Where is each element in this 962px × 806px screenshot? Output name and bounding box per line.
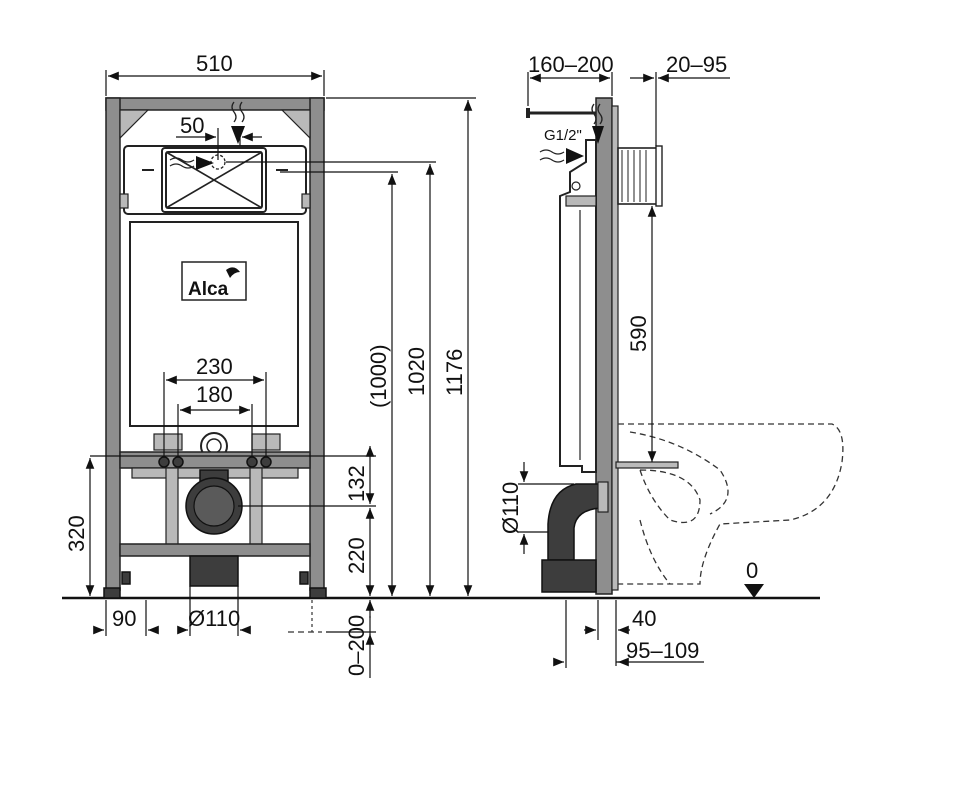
side-water-wave-icon xyxy=(539,149,565,163)
wc-base-curve xyxy=(639,519,671,585)
side-supply-arrow-icon xyxy=(592,126,604,144)
dim-50: 50 xyxy=(180,113,204,138)
foot-left xyxy=(103,587,121,599)
water-inlet-arrow-icon xyxy=(196,156,214,170)
dim-20-95: 20–95 xyxy=(666,52,727,77)
wc-trap-outline xyxy=(639,469,701,524)
water-wave-icon xyxy=(169,157,195,169)
dim-0-200: 0–200 xyxy=(344,615,369,676)
side-frame-upright xyxy=(595,97,613,595)
bolt-right-b xyxy=(260,456,272,468)
flush-plate-cross-b xyxy=(165,151,263,209)
bracket-top-right xyxy=(280,109,311,140)
front-dimensions: 510 50 230 180 (1000) 1020 1176 xyxy=(64,51,476,678)
supply-arrow-down-icon xyxy=(231,126,245,144)
bottom-crossbar xyxy=(119,543,311,557)
wc-mounting-bolt xyxy=(615,461,679,469)
wc-bowl-inner-a xyxy=(629,431,729,515)
cistern-side-screw xyxy=(571,181,581,191)
dim-d110-front: Ø110 xyxy=(188,606,240,631)
dim-160-200: 160–200 xyxy=(528,52,614,77)
side-supply-wave-icon xyxy=(591,103,603,125)
bracket-top-left xyxy=(119,109,150,140)
drain-pipe-inner xyxy=(193,485,235,527)
inlet-label: G1/2" xyxy=(544,127,582,144)
side-inlet-arrow-icon xyxy=(566,148,584,164)
floor-zero-label: 0 xyxy=(746,558,758,583)
front-view: Alca xyxy=(103,97,327,633)
cistern-side-rib xyxy=(565,195,597,207)
dim-220: 220 xyxy=(344,537,369,574)
cistern-tank xyxy=(129,221,299,427)
supply-wave-icon xyxy=(231,101,245,123)
bolt-right-a xyxy=(246,456,258,468)
dim-95-109: 95–109 xyxy=(626,638,699,663)
alca-logo xyxy=(181,261,247,301)
floor-zero-marker-icon xyxy=(744,584,764,598)
cistern-side-body xyxy=(559,139,597,473)
logo-bird-icon xyxy=(226,267,240,278)
dim-132: 132 xyxy=(344,465,369,502)
foot-right xyxy=(309,587,327,599)
logo-text: Alca xyxy=(188,279,229,300)
bolt-left-a xyxy=(158,456,170,468)
dim-510: 510 xyxy=(196,51,233,76)
side-drain-flange xyxy=(597,481,609,513)
clip-left xyxy=(119,193,129,209)
flush-plate-side xyxy=(617,147,659,205)
flush-plate-side-lines xyxy=(621,150,647,202)
dim-1020: 1020 xyxy=(404,347,429,396)
foot-adjust-left xyxy=(121,571,131,585)
dim-230: 230 xyxy=(196,354,233,379)
flush-outlet-inner xyxy=(206,438,222,454)
dim-90: 90 xyxy=(112,606,136,631)
drain-pipe-bottom xyxy=(189,555,239,587)
frame-left-upright xyxy=(105,97,121,591)
dim-180: 180 xyxy=(196,382,233,407)
mounting-crossbar xyxy=(119,451,311,469)
foot-adjust-right xyxy=(299,571,309,585)
clip-right xyxy=(301,193,311,209)
dim-320: 320 xyxy=(64,515,89,552)
side-frame-edge xyxy=(611,105,619,591)
wc-bowl-outline xyxy=(618,423,844,585)
side-drain-bottom xyxy=(541,559,597,593)
dim-40: 40 xyxy=(632,606,656,631)
dim-590: 590 xyxy=(626,315,651,352)
stud-left xyxy=(165,467,179,549)
flush-plate-side-lip xyxy=(655,145,663,207)
dim-1176: 1176 xyxy=(442,349,467,396)
side-view: G1/2" xyxy=(526,97,844,595)
side-dimensions: 160–200 20–95 590 Ø110 40 95–109 0 xyxy=(498,52,764,668)
stud-right xyxy=(249,467,263,549)
side-drain-elbow xyxy=(547,483,601,561)
connection-block-left xyxy=(153,433,183,451)
dim-d110-side: Ø110 xyxy=(498,482,523,534)
wall-anchor-end xyxy=(526,108,530,118)
dim-1000: (1000) xyxy=(366,344,391,408)
frame-top-rail xyxy=(105,97,325,111)
bolt-left-b xyxy=(172,456,184,468)
